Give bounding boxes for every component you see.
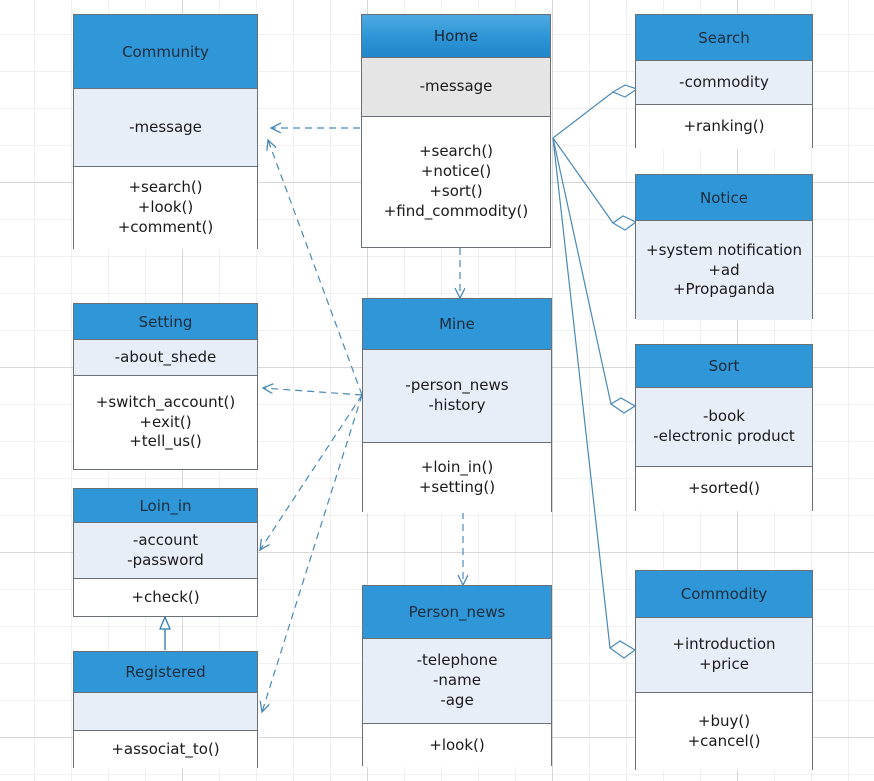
class-box-commodity[interactable]: Commodity +introduction +price +buy() +c… [635,570,813,770]
attribute-item: -book [703,407,745,426]
class-box-home[interactable]: Home -message +search() +notice() +sort(… [361,14,551,248]
operation-item: +loin_in() [420,458,494,477]
attribute-item: -account [132,530,199,549]
class-header-mine: Mine [363,299,551,349]
attribute-item: -message [419,77,493,96]
operation-item: +notice() [420,162,492,181]
class-title-sort: Sort [708,357,740,375]
attribute-item: -commodity [679,72,769,91]
class-attributes-person-news: -telephone -name -age [363,638,551,723]
class-box-sort[interactable]: Sort -book -electronic product +sorted() [635,344,813,511]
class-box-registered[interactable]: Registered +associat_to() [73,651,258,768]
attribute-item: -person_news [405,376,509,395]
class-title-community: Community [122,42,209,61]
class-title-notice: Notice [700,188,748,207]
class-header-notice: Notice [636,175,812,220]
class-header-sort: Sort [636,345,812,387]
class-header-home: Home [362,15,550,57]
class-operations-loin-in: +check() [74,578,257,616]
class-attributes-mine: -person_news -history [363,349,551,442]
class-title-home: Home [433,27,479,45]
class-operations-sort: +sorted() [636,466,812,511]
operation-item: +tell_us() [129,432,202,451]
attribute-item: -password [127,550,204,569]
class-title-mine: Mine [439,315,475,333]
class-operations-person-news: +look() [363,723,551,767]
attribute-item: +Propaganda [672,280,775,299]
aggregation-home-commodity [552,137,637,659]
attribute-item: -telephone [416,651,498,670]
class-box-search[interactable]: Search -commodity +ranking() [635,14,813,149]
operation-item: +sort() [429,182,483,200]
class-box-community[interactable]: Community -message +search() +look() +co… [73,14,258,249]
class-box-person-news[interactable]: Person_news -telephone -name -age +look(… [362,585,552,767]
class-header-commodity: Commodity [636,571,812,617]
attribute-item: +system notification [646,240,802,259]
attribute-item: -name [433,671,481,690]
operation-item: +setting() [418,478,496,496]
aggregation-home-search [552,84,639,139]
operation-item: +look() [137,198,194,217]
class-attributes-search: -commodity [636,60,812,104]
class-box-notice[interactable]: Notice +system notification +ad +Propaga… [635,174,813,320]
class-title-registered: Registered [125,663,206,681]
class-attributes-notice: +system notification +ad +Propaganda [636,220,812,320]
class-operations-registered: +associat_to() [74,730,257,768]
class-box-mine[interactable]: Mine -person_news -history +loin_in() +s… [362,298,552,513]
operation-item: +search() [418,142,494,161]
dependency-mine-registered [262,394,363,712]
operation-item: +switch_account() [95,392,236,411]
class-title-setting: Setting [138,312,193,331]
class-title-commodity: Commodity [680,585,768,603]
class-operations-home: +search() +notice() +sort() +find_commod… [362,116,550,247]
attribute-item: +ad [708,260,740,279]
class-operations-commodity: +buy() +cancel() [636,692,812,770]
class-attributes-community: -message [74,88,257,166]
class-header-loin-in: Loin_in [74,489,257,522]
class-title-search: Search [698,28,750,47]
operation-item: +check() [131,587,200,606]
class-title-person-news: Person_news [408,603,506,621]
dependency-mine-community [268,140,363,396]
class-operations-setting: +switch_account() +exit() +tell_us() [74,375,257,469]
attribute-item: -message [129,117,202,136]
aggregation-home-sort [552,137,637,414]
dependency-mine-loin-in [260,394,363,550]
class-attributes-setting: -about_shede [74,339,257,375]
class-attributes-home: -message [362,57,550,116]
operation-item: +sorted() [687,479,761,498]
class-header-person-news: Person_news [363,586,551,638]
class-attributes-registered [74,692,257,730]
class-operations-search: +ranking() [636,104,812,149]
attribute-item: +price [699,655,749,673]
class-header-registered: Registered [74,652,257,692]
class-attributes-loin-in: -account -password [74,522,257,578]
operation-item: +comment() [117,217,214,236]
class-box-loin-in[interactable]: Loin_in -account -password +check() [73,488,258,617]
attribute-item: +introduction [672,635,776,654]
operation-item: +associat_to() [111,739,220,758]
aggregation-home-notice [552,137,638,231]
class-title-loin-in: Loin_in [139,496,192,515]
operation-item: +search() [128,178,203,197]
attribute-item: -history [428,396,486,414]
operation-item: +look() [429,735,485,754]
class-operations-mine: +loin_in() +setting() [363,442,551,513]
attribute-item: -age [440,690,474,709]
attribute-item: -electronic product [653,427,795,445]
class-header-setting: Setting [74,304,257,339]
operation-item: +cancel() [687,731,761,750]
class-attributes-commodity: +introduction +price [636,617,812,692]
class-attributes-sort: -book -electronic product [636,387,812,466]
operation-item: +find_commodity() [383,201,529,220]
class-header-search: Search [636,15,812,60]
class-header-community: Community [74,15,257,88]
class-box-setting[interactable]: Setting -about_shede +switch_account() +… [73,303,258,470]
attribute-item: -about_shede [114,347,217,366]
class-operations-community: +search() +look() +comment() [74,166,257,249]
operation-item: +ranking() [683,117,765,136]
operation-item: +buy() [697,711,751,730]
operation-item: +exit() [139,412,192,431]
dependency-mine-setting [263,388,363,396]
